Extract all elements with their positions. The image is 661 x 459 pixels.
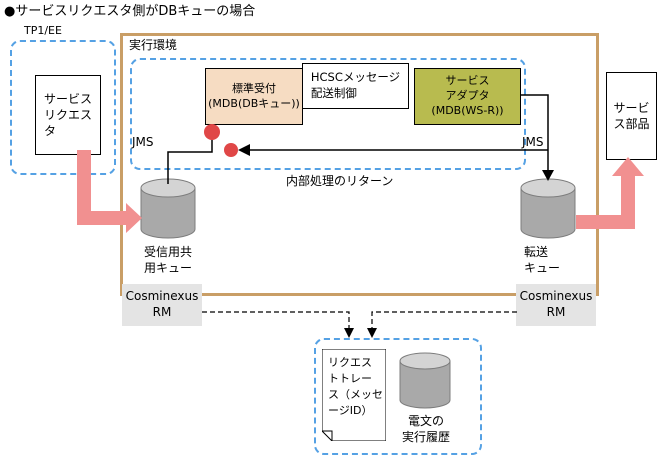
note-outline xyxy=(322,349,386,441)
note-fold xyxy=(322,430,333,441)
arrowhead-down-trace-left xyxy=(344,328,354,338)
reception-queue-label: 受信用共 用キュー xyxy=(143,245,192,275)
cylinder-body xyxy=(140,188,196,239)
cylinder-top xyxy=(399,352,451,370)
cylinder-body xyxy=(520,188,576,239)
trace-connector-right xyxy=(371,311,517,331)
jms-label-right: JMS xyxy=(522,135,544,149)
execution-env-label: 実行環境 xyxy=(129,38,178,52)
hcsc-message-delivery-box: HCSCメッセージ 配送制御 xyxy=(302,63,409,109)
execution-history-label: 電文の 実行履歴 xyxy=(401,414,450,444)
diagram-title: ●サービスリクエスタ側がDBキューの場合 xyxy=(4,4,256,19)
request-trace-label: リクエス トトレー ス（メッセ ージID） xyxy=(328,356,383,417)
tp1ee-group-dashed-box xyxy=(10,40,116,175)
service-adapter-box: サービス アダプタ (MDB(WS-R)) xyxy=(414,68,521,125)
transfer-queue-cylinder-icon xyxy=(520,178,576,239)
cylinder-top xyxy=(140,178,196,198)
trace-group-dashed-box xyxy=(314,338,482,455)
request-trace-note-icon xyxy=(322,349,386,441)
service-requester-box: サービス リクエス タ xyxy=(35,75,101,155)
tp1ee-label: TP1/EE xyxy=(24,24,62,37)
cylinder-body xyxy=(399,361,451,409)
jms-label-left: JMS xyxy=(132,135,154,149)
trace-connector-left xyxy=(202,311,350,331)
transfer-queue-label: 転送 キュー xyxy=(524,245,561,275)
cosminexus-rm-right-panel: Cosminexus RM xyxy=(516,284,596,326)
standard-reception-box: 標準受付 (MDB(DBキュー)) xyxy=(205,68,303,125)
reception-queue-cylinder-icon xyxy=(140,178,196,239)
cosminexus-rm-left-panel: Cosminexus RM xyxy=(122,284,202,326)
cylinder-top xyxy=(520,178,576,198)
execution-history-cylinder-icon xyxy=(399,352,451,409)
service-component-box: サービ ス部品 xyxy=(606,72,657,160)
arrowhead-down-trace-right xyxy=(367,328,377,338)
internal-return-label: 内部処理のリターン xyxy=(286,174,394,188)
